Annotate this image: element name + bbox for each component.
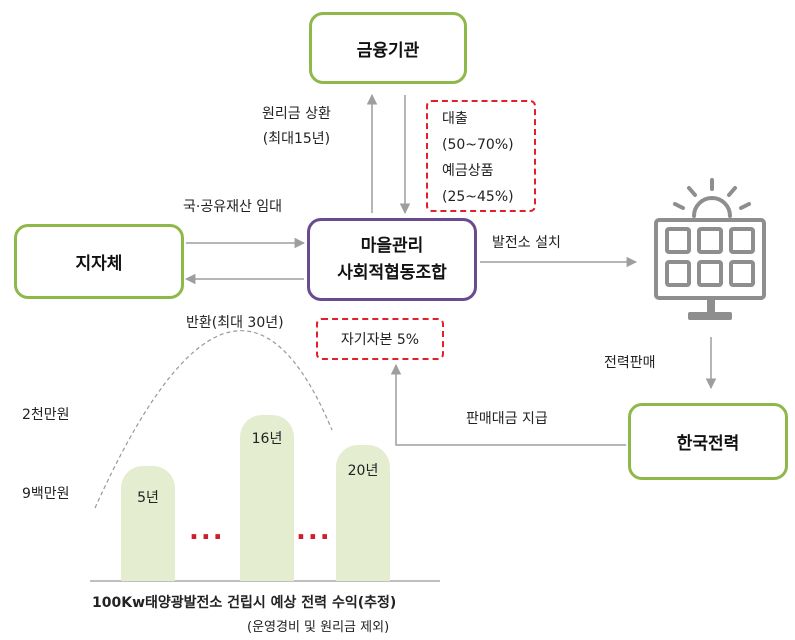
- bar-label-20yr: 20년: [347, 463, 379, 479]
- local-gov-node: 지자체: [14, 224, 184, 299]
- repay-label: 원리금 상환 (최대15년): [262, 102, 331, 151]
- y-tick-label-high: 2천만원: [22, 407, 70, 423]
- sell-power-label: 전력판매: [604, 355, 656, 371]
- local-gov-label: 지자체: [75, 254, 123, 274]
- payment-label: 판매대금 지급: [466, 411, 548, 427]
- y-tick-label-low: 9백만원: [22, 486, 70, 502]
- arrow-payment: [390, 363, 626, 446]
- coop-node: 마을관리 사회적협동조합: [307, 218, 477, 301]
- kepco-node: 한국전력: [628, 403, 788, 480]
- chart-subtitle: (운영경비 및 원리금 제외): [247, 620, 390, 635]
- bar-20yr: [336, 445, 390, 581]
- kepco-label: 한국전력: [676, 434, 740, 454]
- loan-line-2: (50~70%): [442, 137, 514, 153]
- solar-panel-icon: [654, 178, 766, 320]
- loan-line-1: 대출: [442, 111, 468, 127]
- loan-box: 대출 (50~70%) 예금상품 (25~45%): [426, 100, 536, 212]
- ellipsis-right: ...: [296, 516, 332, 546]
- coop-label-line2: 사회적협동조합: [337, 262, 447, 283]
- return-label: 반환(최대 30년): [186, 315, 284, 331]
- coop-label-line1: 마을관리: [360, 236, 424, 257]
- bar-16yr: [240, 415, 294, 581]
- bar-label-16yr: 16년: [251, 431, 283, 447]
- chart-title: 100Kw태양광발전소 건립시 예상 전력 수익(추정): [92, 595, 397, 611]
- repay-label-line2: (최대15년): [262, 130, 331, 147]
- repay-label-line1: 원리금 상환: [262, 106, 331, 122]
- loan-line-3: 예금상품: [442, 163, 494, 179]
- equity-box: 자기자본 5%: [316, 318, 444, 360]
- install-label: 발전소 설치: [492, 235, 561, 251]
- lease-label: 국·공유재산 임대: [183, 199, 283, 215]
- bar-5yr: [121, 466, 175, 581]
- finance-label: 금융기관: [356, 40, 420, 61]
- equity-label: 자기자본 5%: [340, 332, 420, 348]
- bar-label-5yr: 5년: [137, 490, 159, 506]
- finance-node: 금융기관: [309, 12, 467, 84]
- ellipsis-left: ...: [189, 516, 225, 546]
- loan-line-4: (25~45%): [442, 189, 514, 205]
